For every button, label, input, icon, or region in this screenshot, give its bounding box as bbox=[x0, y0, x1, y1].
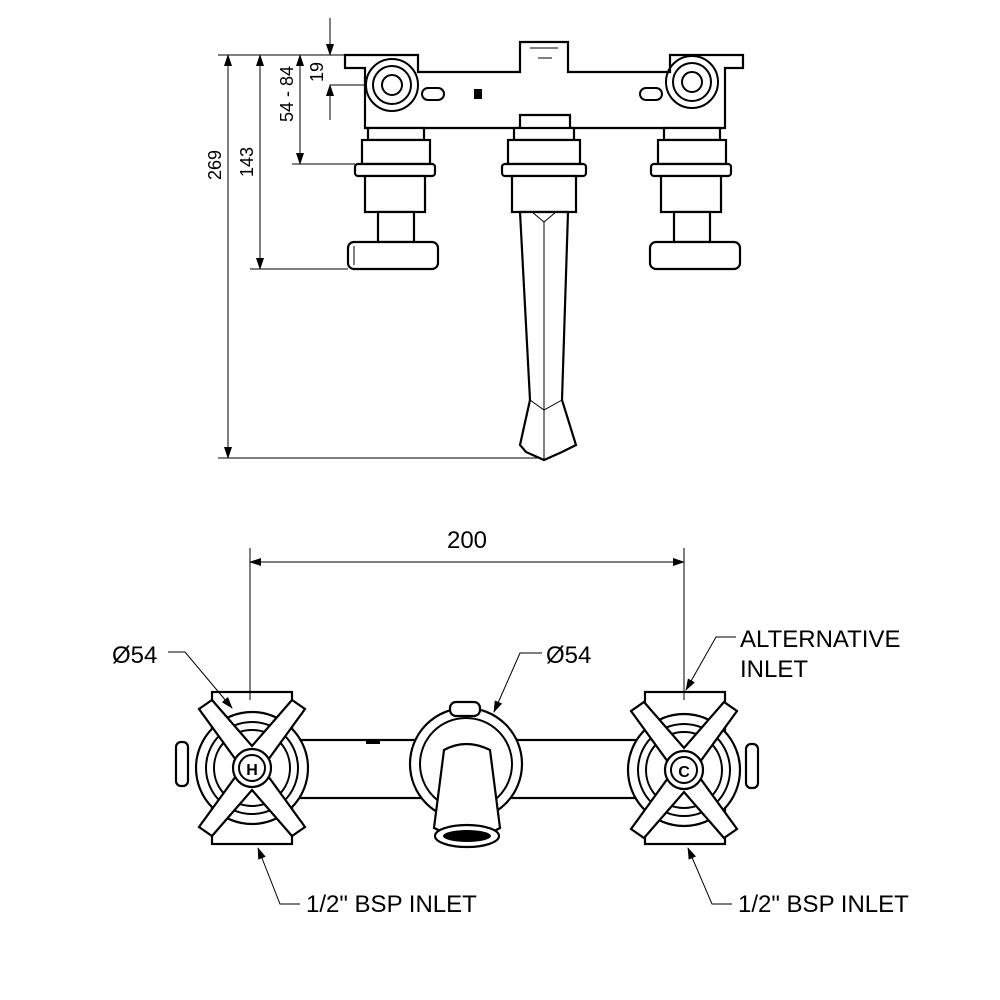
bracket-right-slot bbox=[639, 87, 663, 101]
alternative-inlet-line1: ALTERNATIVE bbox=[740, 626, 900, 653]
bsp-inlet-left-label: 1/2" BSP INLET bbox=[306, 891, 477, 918]
dimension-143-label: 143 bbox=[237, 147, 257, 177]
spout-side bbox=[500, 126, 588, 462]
hot-indicator-letter: H bbox=[246, 762, 258, 779]
left-valve-side bbox=[346, 126, 440, 271]
bsp-inlet-left-callout: 1/2" BSP INLET bbox=[257, 847, 477, 918]
bracket-left-slot bbox=[421, 87, 445, 101]
dimension-200-label: 200 bbox=[447, 527, 487, 554]
left-valve-top: H bbox=[174, 690, 310, 846]
dimension-54-84: 54 - 84 bbox=[277, 54, 355, 165]
right-valve-side bbox=[648, 126, 742, 271]
diameter-left-callout: Ø54 bbox=[112, 642, 233, 709]
diameter-center-callout: Ø54 bbox=[493, 642, 591, 713]
right-handle-side bbox=[648, 240, 742, 271]
dimension-54-84-label: 54 - 84 bbox=[277, 66, 297, 122]
alternative-inlet-line2: INLET bbox=[740, 656, 808, 683]
top-view: H C 2 bbox=[112, 527, 909, 918]
right-mount-ring bbox=[665, 55, 719, 109]
left-handle-side bbox=[346, 240, 440, 271]
dimension-269-label: 269 bbox=[205, 150, 225, 180]
alternative-inlet-callout: ALTERNATIVE INLET bbox=[685, 626, 900, 691]
right-valve-top: C bbox=[626, 690, 760, 846]
spout-top bbox=[408, 700, 524, 849]
diameter-center-label: Ø54 bbox=[546, 642, 591, 669]
dimension-269: 269 bbox=[205, 54, 540, 459]
bsp-inlet-right-label: 1/2" BSP INLET bbox=[738, 891, 909, 918]
bsp-inlet-right-callout: 1/2" BSP INLET bbox=[687, 847, 909, 918]
side-view: 19 54 - 84 143 269 bbox=[205, 18, 745, 462]
dimension-200: 200 bbox=[249, 527, 685, 700]
dimension-19-label: 19 bbox=[307, 62, 327, 82]
diameter-left-label: Ø54 bbox=[112, 642, 157, 669]
cold-indicator-letter: C bbox=[678, 764, 690, 781]
